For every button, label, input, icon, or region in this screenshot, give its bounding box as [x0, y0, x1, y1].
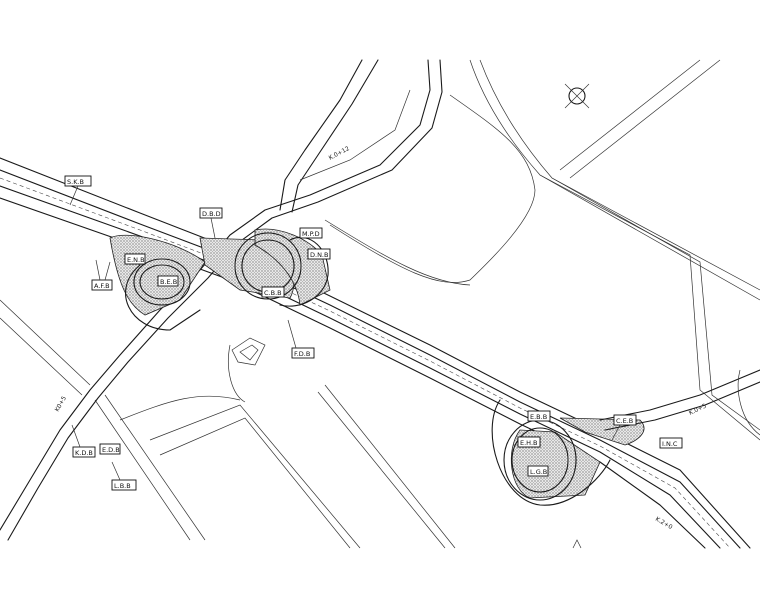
tag-c-b-b: C.B.B — [261, 286, 285, 298]
svg-text:A.F.B: A.F.B — [94, 282, 110, 290]
svg-text:F.D.B: F.D.B — [294, 350, 310, 358]
svg-text:C.E.B: C.E.B — [616, 417, 633, 425]
local-roads — [0, 59, 760, 549]
road-label-r4: K0+5 — [54, 395, 68, 413]
svg-text:E.B.B: E.B.B — [530, 413, 547, 421]
svg-text:M.P.D: M.P.D — [302, 230, 320, 238]
svg-text:S.K.B: S.K.B — [67, 178, 84, 186]
svg-text:K.D.B: K.D.B — [75, 449, 93, 457]
tag-e-n-b: E.N.B — [124, 253, 146, 265]
svg-text:I.N.C: I.N.C — [662, 440, 678, 448]
tag-e-b-b: E.B.B — [527, 410, 551, 422]
svg-text:E.H.B: E.H.B — [520, 439, 537, 447]
tag-f-d-b: F.D.B — [287, 319, 315, 359]
road-label-r1: K.0+12 — [328, 145, 351, 162]
roundabout-symbol — [564, 83, 590, 109]
road-label-r2: K.0+5 — [688, 403, 708, 417]
svg-text:E.D.B: E.D.B — [102, 446, 120, 454]
svg-text:L.G.B: L.G.B — [530, 468, 547, 476]
tag-e-h-b: E.H.B — [517, 436, 541, 448]
svg-text:C.B.B: C.B.B — [264, 289, 282, 297]
crossing-road — [0, 59, 443, 541]
tag-i-n-c: I.N.C — [659, 437, 683, 449]
svg-text:L.B.B: L.B.B — [114, 482, 131, 490]
tag-b-e-b: B.E.B — [157, 275, 179, 287]
tag-d-b-d: D.B.D — [199, 207, 223, 239]
svg-text:D.B.D: D.B.D — [202, 210, 221, 218]
tag-d-n-b: D.N.B — [307, 248, 331, 260]
tag-s-k-b: S.K.B — [64, 175, 92, 206]
tag-e-d-b: E.D.B — [99, 443, 121, 455]
tag-m-p-d: M.P.D — [299, 227, 323, 239]
tag-l-g-b: L.G.B — [527, 465, 549, 477]
tag-l-b-b: L.B.B — [111, 461, 137, 491]
tag-c-e-b: C.E.B — [611, 414, 637, 441]
road-label-r3: K.2+0 — [654, 516, 674, 531]
svg-text:D.N.B: D.N.B — [310, 251, 328, 259]
tag-k-d-b: K.D.B — [71, 424, 96, 458]
north-arrow-symbol — [572, 539, 582, 549]
building-block — [231, 337, 266, 366]
svg-text:E.N.B: E.N.B — [127, 256, 145, 264]
tag-a-f-b: A.F.B — [91, 259, 113, 291]
svg-text:B.E.B: B.E.B — [160, 278, 177, 286]
left-interchange — [109, 228, 331, 331]
